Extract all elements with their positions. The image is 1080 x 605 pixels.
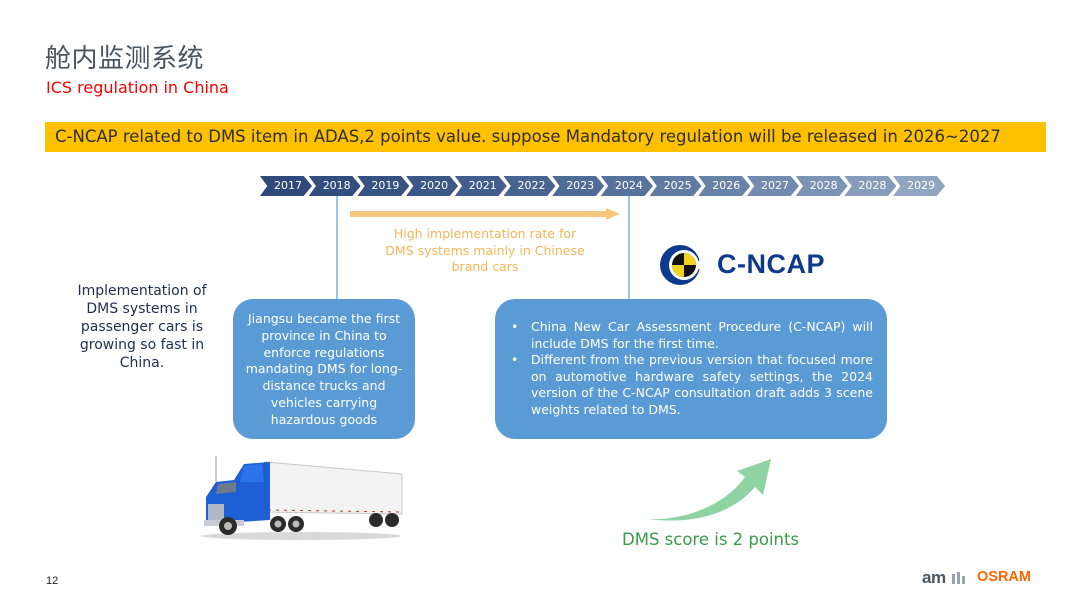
timeline-year-2018: 2018 <box>308 176 361 196</box>
highlight-banner: C-NCAP related to DMS item in ADAS,2 poi… <box>45 122 1046 152</box>
cncap-bullet-list: China New Car Assessment Procedure (C-NC… <box>507 319 873 418</box>
cncap-crash-test-icon <box>660 245 706 285</box>
cncap-logo-text: C-NCAP <box>717 249 825 279</box>
bullet-item: China New Car Assessment Procedure (C-NC… <box>507 319 873 352</box>
marker-line-2024 <box>628 196 630 299</box>
timeline-year-2021: 2021 <box>454 176 507 196</box>
timeline-year-2028: 2028 <box>795 176 848 196</box>
timeline-year-2026: 2026 <box>698 176 751 196</box>
bullet-item: Different from the previous version that… <box>507 352 873 418</box>
ams-logo-mark-icon <box>952 572 965 584</box>
timeline-year-2025: 2025 <box>649 176 702 196</box>
trend-caption: High implementation rate for DMS systems… <box>385 226 585 274</box>
timeline-year-2019: 2019 <box>357 176 410 196</box>
osram-logo: OSRAM <box>977 569 1031 585</box>
timeline-year-2029: 2029 <box>893 176 946 196</box>
timeline-year-2027: 2027 <box>747 176 799 196</box>
growth-arrow-icon <box>647 459 771 521</box>
box-2018-jiangsu: Jiangsu became the first province in Chi… <box>233 299 415 439</box>
trend-arrow-icon <box>350 208 620 220</box>
page-subtitle: ICS regulation in China <box>46 78 229 97</box>
timeline-year-2017: 2017 <box>260 176 312 196</box>
timeline-year-2024: 2024 <box>600 176 653 196</box>
dms-score-text: DMS score is 2 points <box>622 530 800 549</box>
timeline-year-2028: 2028 <box>844 176 897 196</box>
box-2018-text: Jiangsu became the first province in Chi… <box>245 311 403 427</box>
dms-growth-statement: Implementation of DMS systems in passeng… <box>77 283 207 371</box>
ams-logo: am <box>922 568 946 587</box>
timeline-year-2022: 2022 <box>503 176 556 196</box>
page-title: 舱内监测系统 <box>45 44 205 74</box>
page-number: 12 <box>46 575 59 587</box>
timeline-year-2023: 2023 <box>552 176 605 196</box>
truck-image <box>201 456 403 540</box>
box-2024-cncap: China New Car Assessment Procedure (C-NC… <box>495 299 887 439</box>
marker-line-2018 <box>336 196 338 299</box>
timeline-year-2020: 2020 <box>406 176 459 196</box>
